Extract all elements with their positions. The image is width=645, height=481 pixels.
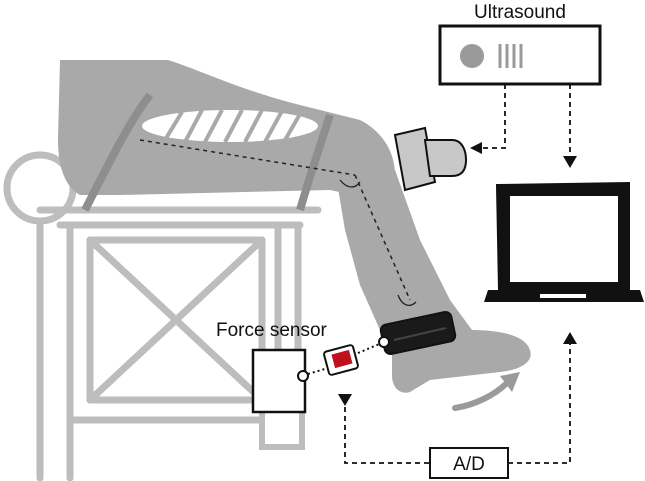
chair-icon [3,151,322,481]
arrowhead-to-laptop-bottom [563,332,577,344]
arrowhead-to-laptop [563,156,577,168]
ultrasound-machine-icon [438,24,602,86]
laptop-icon [484,181,644,302]
ad-converter-label: A/D [453,454,485,475]
muscle-hatch [142,109,318,143]
arrowhead-to-probe [470,142,482,154]
ultrasound-probe-icon [393,126,468,192]
ad-converter-box [429,447,509,479]
signal-connections [344,84,571,464]
movement-arrow [452,379,511,411]
ultrasound-label: Ultrasound [474,2,566,23]
arrowhead-from-sensor [338,394,352,406]
force-sensor-label: Force sensor [216,320,328,341]
force-sensor-icon [251,336,390,414]
